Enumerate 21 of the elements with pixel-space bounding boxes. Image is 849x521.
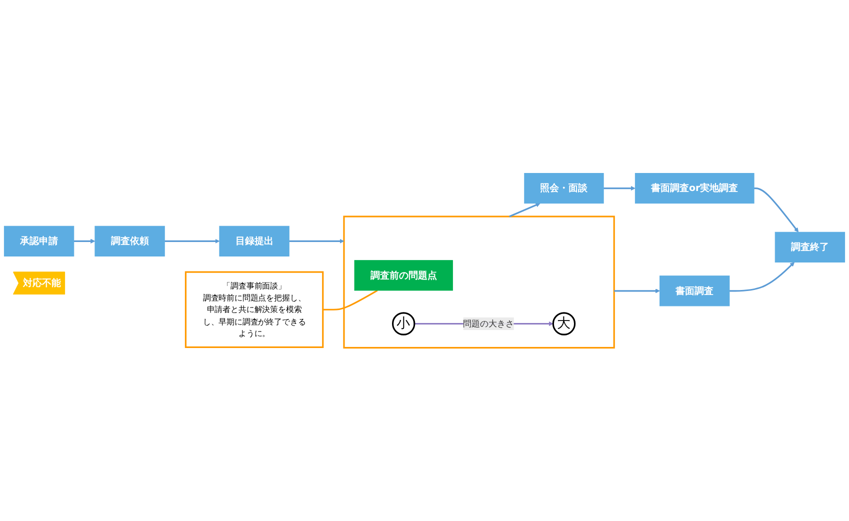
node-circle: 小 xyxy=(392,312,416,336)
node-box: 調査終了 xyxy=(774,232,846,262)
node-box: 承認申請 xyxy=(4,226,74,256)
arrow xyxy=(164,238,220,244)
node-box: 目録提出 xyxy=(219,226,290,256)
node-box: 照会・面談 xyxy=(524,172,604,204)
arrow xyxy=(74,238,96,244)
connector xyxy=(322,290,378,310)
node-box: 調査前の問題点 xyxy=(354,260,453,291)
arrow xyxy=(289,238,344,244)
node-box: 書面調査 xyxy=(660,276,730,306)
cluster xyxy=(343,216,615,349)
node-box: 調査依頼 xyxy=(94,226,165,256)
node-box: 書面調査or実地調査 xyxy=(634,172,754,204)
arrow xyxy=(509,202,540,218)
arrow xyxy=(729,262,795,292)
node-circle: 大 xyxy=(552,312,576,336)
arrow xyxy=(604,186,636,191)
edge-label: 問題の大きさ xyxy=(463,318,514,328)
arrow xyxy=(614,288,660,294)
arrow xyxy=(754,188,799,232)
